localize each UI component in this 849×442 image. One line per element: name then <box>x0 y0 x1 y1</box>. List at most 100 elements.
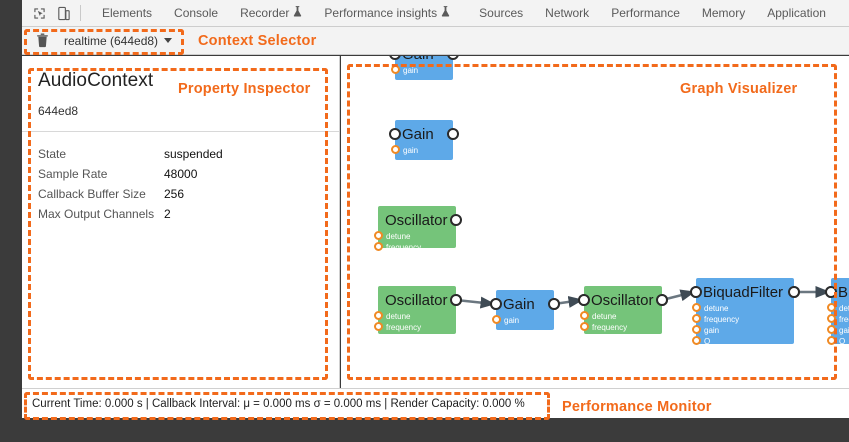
bottom-dark-area <box>0 418 849 442</box>
param-label-frequency: frequency <box>592 323 628 332</box>
node-title: Oscillator <box>591 292 654 309</box>
audio-context-dropdown[interactable]: realtime (644ed8) <box>58 32 178 50</box>
property-key: Callback Buffer Size <box>38 187 146 201</box>
input-port[interactable] <box>825 286 837 298</box>
context-id: 644ed8 <box>38 104 79 118</box>
device-toolbar-icon[interactable] <box>52 2 74 24</box>
param-port-frequency[interactable] <box>374 242 383 251</box>
param-port-detune[interactable] <box>374 311 383 320</box>
node-body <box>395 120 453 160</box>
output-port[interactable] <box>656 294 668 306</box>
node-title: BiquadFilter <box>703 284 784 301</box>
param-label-gain: gain <box>504 316 520 325</box>
output-port[interactable] <box>447 128 459 140</box>
tab-label: Memory <box>701 6 746 20</box>
param-port-frequency[interactable] <box>692 314 701 323</box>
tab-memory[interactable]: Memory <box>691 0 756 27</box>
node-title: Gain <box>402 56 434 62</box>
performance-monitor-bar: Current Time: 0.000 s | Callback Interva… <box>22 388 849 418</box>
tab-label: Performance insights <box>324 6 438 20</box>
property-inspector-panel: AudioContext 644ed8 State suspended Samp… <box>22 56 340 388</box>
tab-elements[interactable]: Elements <box>91 0 163 27</box>
node-body <box>496 290 554 330</box>
table-row: Sample Rate 48000 <box>38 164 339 184</box>
param-label-frequency: frequency <box>839 315 849 324</box>
tab-network[interactable]: Network <box>534 0 600 27</box>
node-title: Oscillator <box>385 212 448 229</box>
param-port-detune[interactable] <box>580 311 589 320</box>
param-label-detune: detune <box>839 304 849 313</box>
trash-icon[interactable] <box>30 29 54 53</box>
tab-application[interactable]: Application <box>756 0 837 27</box>
param-port-detune[interactable] <box>692 303 701 312</box>
param-label-frequency: frequency <box>704 315 740 324</box>
node-body <box>696 278 794 344</box>
property-value: 256 <box>164 187 185 201</box>
experiment-flask-icon <box>293 6 302 20</box>
param-port-frequency[interactable] <box>827 314 836 323</box>
param-port-Q[interactable] <box>827 336 836 345</box>
context-selector-toolbar: realtime (644ed8) <box>22 27 849 55</box>
annotation-label-context-selector: Context Selector <box>198 33 317 49</box>
param-label-gain: gain <box>403 146 419 155</box>
inspect-element-icon[interactable] <box>28 2 50 24</box>
param-port-gain[interactable] <box>391 145 400 154</box>
param-label-gain: gain <box>839 326 849 335</box>
left-rail <box>0 0 22 442</box>
graph-visualizer-canvas[interactable]: GaingainGaingainOscillatordetunefrequenc… <box>341 56 849 388</box>
property-value: 48000 <box>164 167 198 181</box>
tab-console[interactable]: Console <box>163 0 229 27</box>
input-port[interactable] <box>389 128 401 140</box>
tabstrip-rail-gap <box>0 0 22 27</box>
tab-label: Application <box>767 6 826 20</box>
devtools-tab-strip: Elements Console Recorder Performance in… <box>0 0 849 27</box>
tab-label: Console <box>174 6 219 20</box>
page-title: AudioContext <box>38 70 154 91</box>
node-title: Oscillator <box>385 292 448 309</box>
dock-buttons <box>22 0 91 27</box>
param-port-gain[interactable] <box>391 65 400 74</box>
output-port[interactable] <box>548 298 560 310</box>
param-port-gain[interactable] <box>492 315 501 324</box>
experiment-flask-icon <box>441 6 450 20</box>
divider <box>22 131 339 132</box>
audio-node-gain-top[interactable]: Gain gain <box>389 56 459 80</box>
output-port[interactable] <box>450 214 462 226</box>
param-port-gain[interactable] <box>692 325 701 334</box>
audio-node-gain-second[interactable]: Gain gain <box>389 120 459 160</box>
output-port[interactable] <box>450 294 462 306</box>
node-title: Gain <box>402 126 434 143</box>
panel-tabs: Elements Console Recorder Performance in… <box>91 0 837 27</box>
input-port[interactable] <box>690 286 702 298</box>
param-port-frequency[interactable] <box>580 322 589 331</box>
tab-performance-insights[interactable]: Performance insights <box>313 0 461 27</box>
property-value: 2 <box>164 207 171 221</box>
property-table: State suspended Sample Rate 48000 Callba… <box>22 132 339 224</box>
table-row: Max Output Channels 2 <box>38 204 339 224</box>
param-port-detune[interactable] <box>374 231 383 240</box>
param-port-gain[interactable] <box>827 325 836 334</box>
node-body <box>395 56 453 80</box>
input-port[interactable] <box>490 298 502 310</box>
tab-recorder[interactable]: Recorder <box>229 0 313 27</box>
input-port[interactable] <box>578 294 590 306</box>
property-key: State <box>38 147 67 161</box>
property-value: suspended <box>164 147 223 161</box>
tab-label: Sources <box>479 6 524 20</box>
param-label-gain: gain <box>403 66 419 75</box>
tab-sources[interactable]: Sources <box>461 0 534 27</box>
param-port-frequency[interactable] <box>374 322 383 331</box>
tab-label: Recorder <box>240 6 290 20</box>
param-port-detune[interactable] <box>827 303 836 312</box>
output-port[interactable] <box>788 286 800 298</box>
tab-label: Elements <box>102 6 153 20</box>
param-port-Q[interactable] <box>692 336 701 345</box>
tab-performance[interactable]: Performance <box>600 0 691 27</box>
